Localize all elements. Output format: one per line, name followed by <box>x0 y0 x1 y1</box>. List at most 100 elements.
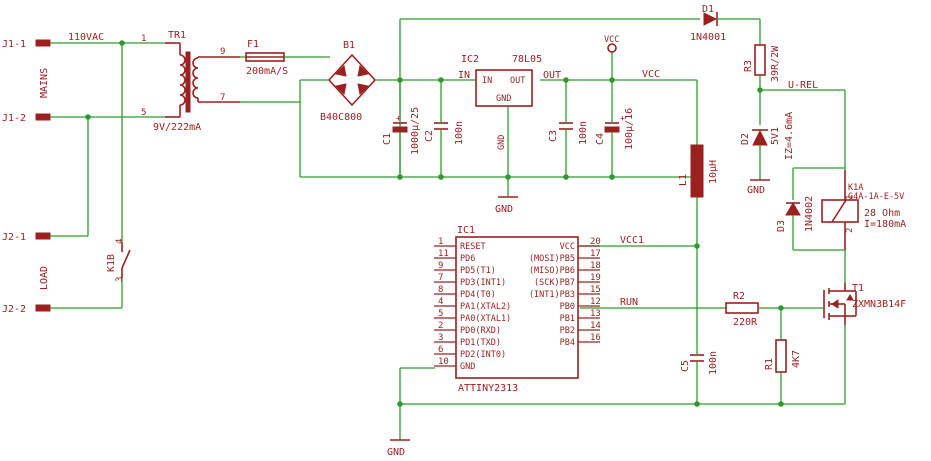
regulator-ic2: IC2 78L05 IN OUT IN OUT GND GND <box>458 54 561 150</box>
mcu-pin-name: RESET <box>460 242 486 252</box>
fuse-ref: F1 <box>247 39 259 50</box>
c3-value: 100n <box>578 121 589 145</box>
mcu-pin-name: PD6 <box>460 254 475 264</box>
connector-j2-2[interactable]: J2-2 <box>2 304 51 315</box>
mcu-pin-number: 20 <box>590 237 601 247</box>
connector-j1-1-label: J1-1 <box>2 39 26 50</box>
mcu-pin-number: 15 <box>590 285 601 295</box>
mcu-pin-number: 16 <box>590 333 601 343</box>
regulator-in-pin: IN <box>482 76 492 86</box>
c2-ref: C2 <box>424 130 435 142</box>
mcu-pin-number: 19 <box>590 273 601 283</box>
run-label: RUN <box>620 297 638 308</box>
mcu-pin-name: GND <box>460 362 475 372</box>
mcu-pin-number: 6 <box>438 345 443 355</box>
mcu-pin-number: 2 <box>438 321 443 331</box>
mcu-pin-number: 14 <box>590 321 601 331</box>
regulator-ref: IC2 <box>461 54 479 65</box>
regulator-part: 78L05 <box>512 54 542 65</box>
mcu-pin-number: 17 <box>590 249 601 259</box>
mcu-pin-name: (MISO)PB6 <box>529 266 575 276</box>
d2-value: 5V1 <box>770 127 781 145</box>
mcu-pin-name: PB2 <box>560 326 575 336</box>
vcc-rail-label: VCC <box>642 69 660 80</box>
c5-ref: C5 <box>680 360 691 372</box>
relay-pin1: 1 <box>845 195 855 200</box>
mcu-pin-number: 4 <box>438 297 443 307</box>
rail-u-rel: U-REL <box>757 80 846 170</box>
bridge-rectifier-b1: B1 B40C800 <box>240 40 400 123</box>
mcu-pin-number: 12 <box>590 297 601 307</box>
c1-value: 1000µ/25 <box>410 107 421 155</box>
transformer-pin1: 1 <box>141 34 146 44</box>
mcu-pin-name: PA0(XTAL1) <box>460 314 511 324</box>
load-label: LOAD <box>39 266 50 290</box>
regulator-gnd-pin: GND <box>496 94 511 104</box>
diode-d1: D1 1N4001 <box>690 4 760 43</box>
inductor-l1: L1 10µH <box>678 144 719 198</box>
svg-text:+: + <box>396 114 401 124</box>
d2-iz: IZ=4.6mA <box>784 112 795 160</box>
regulator-out-pin: OUT <box>510 76 525 86</box>
c1-ref: C1 <box>382 133 393 145</box>
r1-ref: R1 <box>764 358 775 370</box>
ground-rail <box>397 367 845 407</box>
resistor-r1: R1 4K7 <box>764 308 802 404</box>
mcu-pin-name: PD1(TXD) <box>460 338 501 348</box>
r2-value: 220R <box>733 317 758 328</box>
vcc1-label: VCC1 <box>620 235 644 246</box>
c2-value: 100n <box>454 121 465 145</box>
mains-wiring <box>50 40 165 309</box>
t1-ref: T1 <box>852 283 864 294</box>
mcu-pin-name: PA1(XTAL2) <box>460 302 511 312</box>
mcu-ref: IC1 <box>457 225 475 236</box>
power-wiring <box>299 18 700 404</box>
capacitor-c5: C5 100n <box>680 340 719 375</box>
mcu-pin-name: VCC <box>560 242 575 252</box>
connector-j1-1[interactable]: J1-1 <box>2 39 51 50</box>
mcu-pin-name: (MOSI)PB5 <box>529 254 575 264</box>
connector-j2-1[interactable]: J2-1 <box>2 232 51 243</box>
vcc-terminal-label: VCC <box>604 35 619 45</box>
transistor-t1: T1 ZXMN3B14F <box>823 250 906 404</box>
d1-value: 1N4001 <box>690 32 726 43</box>
transformer-tr1: TR1 1 5 9 7 9V/222mA <box>141 30 240 133</box>
relay-switch-pin4: 4 <box>115 239 125 244</box>
gnd-symbol-mcu: GND <box>387 368 410 458</box>
gnd-regulator-label: GND <box>495 204 513 215</box>
relay-switch-k1b: K1B 4 3 <box>106 239 131 282</box>
gnd-symbol-regulator: GND <box>495 196 518 215</box>
c4-ref: C4 <box>595 133 606 145</box>
gnd-mcu-label: GND <box>387 447 405 458</box>
mcu-right-pins: 20VCC17(MOSI)PB518(MISO)PB619(SCK)PB715(… <box>529 237 601 348</box>
connector-j1-2[interactable]: J1-2 <box>2 113 51 124</box>
relay-switch-ref: K1B <box>106 254 117 272</box>
mcu-pin-name: (SCK)PB7 <box>534 278 575 288</box>
resistor-r2: R2 220R RUN <box>580 291 824 328</box>
mcu-pin-name: PD0(RXD) <box>460 326 501 336</box>
d3-value: 1N4002 <box>804 196 815 232</box>
relay-pin2: 2 <box>845 228 855 233</box>
transformer-pin5: 5 <box>141 108 146 118</box>
mcu-pin-number: 10 <box>438 357 449 367</box>
mcu-pin-name: PB4 <box>560 338 575 348</box>
mcu-pin-right: 19 (SCK)PB7 <box>534 273 601 288</box>
capacitor-c1: + C1 1000µ/25 <box>382 107 421 177</box>
transformer-pin7: 7 <box>220 93 225 103</box>
capacitor-c3: C3 100n <box>548 117 589 145</box>
mcu-pin-name: PD5(T1) <box>460 266 496 276</box>
d2-ref: D2 <box>740 133 751 145</box>
relay-switch-pin3: 3 <box>115 277 125 282</box>
relay-ref: K1A <box>848 183 863 193</box>
mcu-pin-right: 17 (MOSI)PB5 <box>529 249 601 264</box>
relay-k1a: D3 1N4002 1 2 K1A G4A-1A-E-5V 28 Ohm I=1… <box>776 167 906 251</box>
inductor-ref: L1 <box>678 174 689 186</box>
transformer-ref: TR1 <box>168 30 186 41</box>
mcu-pin-name: PD3(INT1) <box>460 278 506 288</box>
